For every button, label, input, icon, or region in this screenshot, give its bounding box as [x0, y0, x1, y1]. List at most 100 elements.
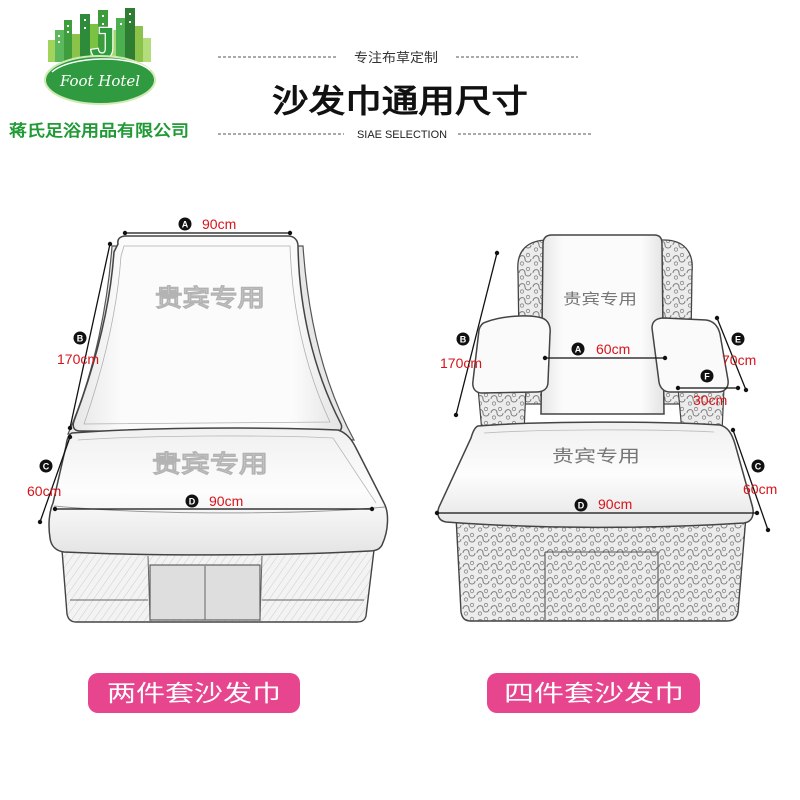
dimension-end-dot: [453, 412, 459, 418]
back-towel-hem: [83, 245, 331, 425]
dimension-end-dot: [37, 519, 43, 525]
back-towel: [72, 235, 343, 433]
dimension-value: 170cm: [440, 355, 482, 371]
dimension-end-dot: [67, 434, 73, 440]
towel-print-text: 贵宾专用: [155, 284, 265, 312]
dimension-value: 60cm: [743, 481, 777, 497]
sofa-base-panels: [70, 555, 364, 622]
dimension-marker: [39, 459, 53, 473]
dimension-line: [732, 429, 769, 531]
dimension-line: [455, 252, 498, 416]
dimension-line: [716, 317, 747, 391]
seat-towel-hem: [77, 435, 377, 504]
dimension-end-dot: [754, 510, 760, 516]
dimension-value: 170cm: [57, 351, 99, 367]
logo-oval: [44, 55, 156, 105]
four-piece-label-badge: 四件套沙发巾: [487, 673, 700, 713]
dimension-line: [69, 243, 111, 429]
dimension-value: 30cm: [693, 392, 727, 408]
dimension-marker: [185, 494, 199, 508]
two-piece-sofa-sketch: 贵宾专用 贵宾专用 A 90cm B 170cm C 60c: [27, 216, 389, 623]
four-piece-label: 四件套沙发巾: [504, 681, 684, 707]
dimension-end-dot: [730, 427, 736, 433]
seat-towel: [437, 421, 754, 529]
dimension-letter: E: [735, 334, 741, 344]
dimension-marker: [456, 332, 470, 346]
tagline: 专注布草定制: [354, 51, 438, 66]
dimension-marker: [571, 342, 585, 356]
dimension-end-dot: [287, 230, 293, 236]
dimension-letter: B: [460, 334, 467, 344]
two-piece-label: 两件套沙发巾: [107, 681, 281, 707]
page-title: 沙发巾通用尺寸: [272, 82, 528, 120]
dimension-letter: B: [77, 333, 84, 343]
dimension-value: 60cm: [596, 341, 630, 357]
dimension-end-dot: [662, 355, 668, 361]
dimension-end-dot: [52, 506, 58, 512]
four-piece-sofa-sketch: 贵宾专用 贵宾专用 A 60cm B 170cm E: [434, 234, 777, 622]
header: 专注布草定制 沙发巾通用尺寸 SIAE SELECTION: [218, 51, 592, 141]
dimension-c: C 60cm: [27, 434, 73, 525]
sofa-base: [455, 515, 747, 622]
dimension-letter: A: [575, 344, 582, 354]
dimension-letter: A: [182, 219, 189, 229]
dimension-end-dot: [675, 385, 681, 391]
dimension-value: 70cm: [722, 352, 756, 368]
dimension-a: A 60cm: [542, 341, 668, 361]
dimension-value: 60cm: [27, 483, 61, 499]
dimension-end-dot: [714, 315, 720, 321]
dimension-end-dot: [542, 355, 548, 361]
dimension-letter: D: [189, 496, 196, 506]
dimension-b: B 170cm: [440, 250, 500, 418]
dimension-value: 90cm: [202, 216, 236, 232]
seat-towel-hem: [483, 429, 715, 434]
dimension-marker: [178, 217, 192, 231]
dimension-marker: [574, 498, 588, 512]
towel-print-text: 贵宾专用: [563, 290, 637, 308]
subtitle: SIAE SELECTION: [357, 129, 447, 141]
brand-logo: J Foot Hotel: [44, 8, 156, 105]
back-towel: [540, 234, 665, 415]
two-piece-label-badge: 两件套沙发巾: [88, 673, 300, 713]
right-armrest-towel: [651, 317, 729, 393]
sofa-base-panels: [544, 551, 659, 620]
dimension-b: B 170cm: [57, 241, 113, 431]
dimension-c: C 60cm: [730, 427, 777, 533]
dimension-end-dot: [765, 527, 771, 533]
dimension-e: E 70cm: [714, 315, 756, 393]
label-badge-background: [88, 673, 300, 713]
city-skyline-icon: [48, 8, 151, 62]
dimension-value: 90cm: [598, 496, 632, 512]
dimension-end-dot: [434, 510, 440, 516]
dimension-marker: [700, 369, 714, 383]
dimension-letter: C: [755, 461, 762, 471]
logo-brand-name: Foot Hotel: [59, 72, 140, 90]
dimension-letter: C: [43, 461, 50, 471]
dimension-marker: [751, 459, 765, 473]
dimension-f: F 30cm: [675, 369, 741, 408]
seat-towel: [48, 427, 389, 556]
dimension-end-dot: [369, 506, 375, 512]
left-armrest-towel: [472, 315, 551, 394]
towel-print-text: 贵宾专用: [552, 447, 640, 467]
dimension-end-dot: [494, 250, 500, 256]
dimension-end-dot: [67, 425, 73, 431]
dimension-marker: [731, 332, 745, 346]
dimension-end-dot: [122, 230, 128, 236]
dimension-line: [39, 436, 71, 523]
company-name: 蒋氏足浴用品有限公司: [9, 121, 189, 140]
dimension-letter: F: [704, 371, 710, 381]
dimension-d: D 90cm: [434, 496, 760, 516]
dimension-marker: [73, 331, 87, 345]
dimension-a: A 90cm: [122, 216, 293, 236]
dimension-value: 90cm: [209, 493, 243, 509]
dimension-letter: D: [578, 500, 585, 510]
dimension-end-dot: [743, 387, 749, 393]
dimension-end-dot: [107, 241, 113, 247]
dimension-end-dot: [735, 385, 741, 391]
logo-swoosh: [51, 58, 151, 73]
towel-print-text: 贵宾专用: [152, 450, 268, 478]
label-badge-background: [487, 673, 700, 713]
dimension-d: D 90cm: [52, 493, 375, 512]
